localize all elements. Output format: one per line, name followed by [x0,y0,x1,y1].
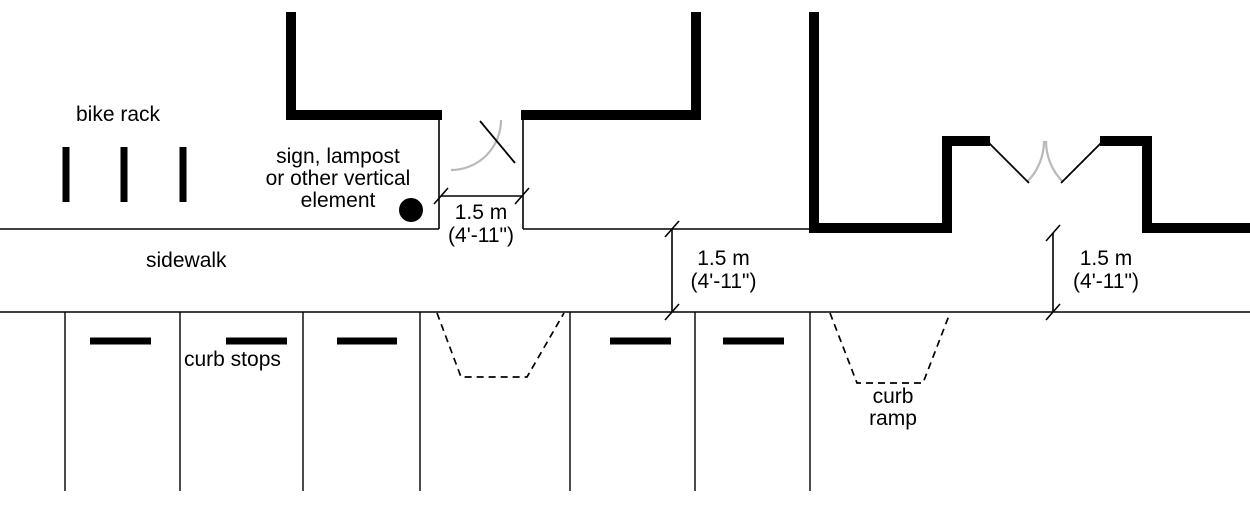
curb-stops-label: curb stops [184,348,281,371]
right-door-left-leaf [987,141,1030,184]
dimension-tick [1045,303,1061,321]
curb-ramps [436,312,951,384]
sidewalk-label: sidewalk [146,249,227,272]
curb-ramp-label-line1: curb [872,385,914,408]
dimension-tick [664,303,680,321]
vertical-element-dot [399,198,423,222]
sidewalk-right-dimension-label: 1.5 m (4'-11") [1062,247,1150,293]
parking-dividers [64,312,811,491]
curb-ramp-label-line2: ramp [869,407,917,430]
curb-ramp-outline-right [829,312,951,384]
entrance-dimension-label: 1.5 m (4'-11") [431,201,531,247]
bike-rack-label: bike rack [76,103,161,126]
right-door-left-swing-arc [1026,140,1046,183]
dimension-tick [514,187,530,205]
curb-ramp-outline-left [436,312,565,378]
dimension-tick [664,220,680,238]
bike-rack-posts [62,147,187,202]
left-door-swing-arc [450,119,503,172]
right-door-right-swing-arc [1044,140,1064,183]
sidewalk-mid-dimension-metric: 1.5 m [697,247,750,270]
curb-ramp-label: curb ramp [855,386,931,430]
right-door-right-leaf [1060,141,1103,184]
sidewalk-right-dimension-metric: 1.5 m [1079,247,1133,270]
sidewalk-mid-dimension-imperial: (4'-11") [690,270,757,293]
dimension-tick [433,187,449,205]
left-door-leaf [479,120,516,164]
entrance-dimension-metric: 1.5 m [454,201,508,224]
vertical-element-label-line2: or other vertical [265,167,411,190]
vertical-element-label-line1: sign, lampost [276,145,400,168]
entrance-dimension-imperial: (4'-11") [448,224,514,247]
dimension-tick [1045,224,1061,242]
sidewalk-right-dimension-imperial: (4'-11") [1073,270,1139,293]
vertical-element-label: sign, lampost or other vertical element [246,146,430,212]
sidewalk-mid-dimension-label: 1.5 m (4'-11") [681,247,766,293]
building-walls [286,12,1250,233]
vertical-element-label-line3: element [300,189,376,212]
site-lines [0,115,1250,313]
dimension-lines [433,187,1061,321]
